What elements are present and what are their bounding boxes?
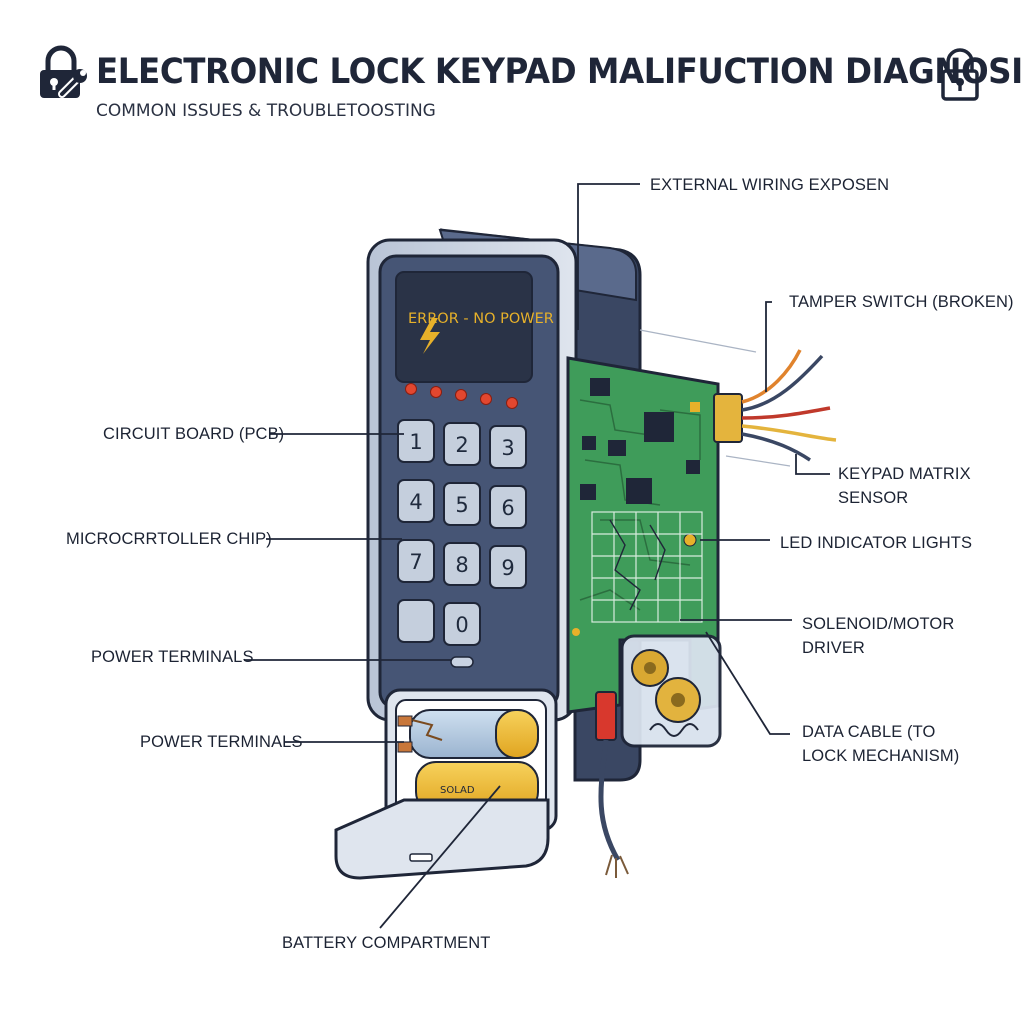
label-data-cable-1: DATA CABLE (TO xyxy=(802,723,936,741)
keypad-keys: 1 2 3 4 5 6 7 8 9 0 xyxy=(397,419,527,646)
circuit-board xyxy=(566,356,720,714)
keypad-key[interactable]: 4 xyxy=(397,479,435,523)
indicator-slot xyxy=(450,656,474,668)
led-row xyxy=(405,383,518,409)
label-external-wiring: EXTERNAL WIRING EXPOSEN xyxy=(650,176,890,194)
keypad-key-label: 3 xyxy=(501,436,514,460)
data-cable xyxy=(595,691,629,878)
callout-lines xyxy=(244,183,830,929)
keypad-key[interactable]: 8 xyxy=(443,542,481,586)
label-circuit-board: CIRCUIT BOARD (PCB) xyxy=(103,425,285,443)
keypad-key-label: 2 xyxy=(455,433,468,457)
battery-lid xyxy=(334,798,550,880)
keypad-key[interactable]: 6 xyxy=(489,485,527,529)
keypad-key-label: 8 xyxy=(455,553,468,577)
keypad-housing: ERROR - NO POWER 1 2 3 4 5 6 7 8 9 0 xyxy=(366,238,578,722)
lcd-error-text: ERROR - NO POWER xyxy=(408,311,554,327)
wire-connector xyxy=(713,349,837,462)
keypad-key-label: 9 xyxy=(501,556,514,580)
keypad-key[interactable]: 2 xyxy=(443,422,481,466)
keypad-key[interactable]: 5 xyxy=(443,482,481,526)
page-subtitle: COMMON ISSUES & TROUBLETOOSTING xyxy=(96,101,436,121)
label-microcontroller: MICROCRRTOLLER CHIP) xyxy=(66,530,272,548)
padlock-wrench-icon xyxy=(40,45,87,98)
keypad-key-label: 5 xyxy=(455,493,468,517)
keypad-key[interactable] xyxy=(397,599,435,643)
padlock-icon xyxy=(941,48,979,101)
label-led-indicator: LED INDICATOR LIGHTS xyxy=(780,534,973,552)
label-keypad-matrix-1: KEYPAD MATRIX xyxy=(838,465,971,483)
keypad-key-label: 4 xyxy=(409,490,422,514)
label-power-terminals-1: POWER TERMINALS xyxy=(91,648,254,666)
label-solenoid-2: DRIVER xyxy=(802,639,865,657)
label-battery-compartment: BATTERY COMPARTMENT xyxy=(282,934,491,952)
keypad-key-label: 7 xyxy=(409,550,422,574)
lightning-icon xyxy=(420,318,440,354)
solenoid-gear-box xyxy=(620,634,722,748)
keypad-key[interactable]: 7 xyxy=(397,539,435,583)
keypad-key[interactable]: 0 xyxy=(443,602,481,646)
keypad-key[interactable]: 1 xyxy=(397,419,435,463)
keypad-key-label: 0 xyxy=(455,613,468,637)
label-solenoid-1: SOLENOID/MOTOR xyxy=(802,615,955,633)
page-title: ELECTRONIC LOCK KEYPAD MALIFUCTION DIAGN… xyxy=(96,52,1024,92)
keypad-key-label: 1 xyxy=(409,430,422,454)
keypad-matrix-grid xyxy=(591,511,703,623)
label-tamper-switch: TAMPER SWITCH (BROKEN) xyxy=(789,293,1014,311)
label-data-cable-2: LOCK MECHANISM) xyxy=(802,747,960,765)
keypad-key-label: 6 xyxy=(501,496,514,520)
keypad-key[interactable]: 9 xyxy=(489,545,527,589)
microcontroller-chip xyxy=(644,412,674,442)
keypad-key[interactable]: 3 xyxy=(489,425,527,469)
battery-brand-text: SOLAD xyxy=(440,785,475,796)
label-keypad-matrix-2: SENSOR xyxy=(838,489,909,507)
label-power-terminals-2: POWER TERMINALS xyxy=(140,733,303,751)
